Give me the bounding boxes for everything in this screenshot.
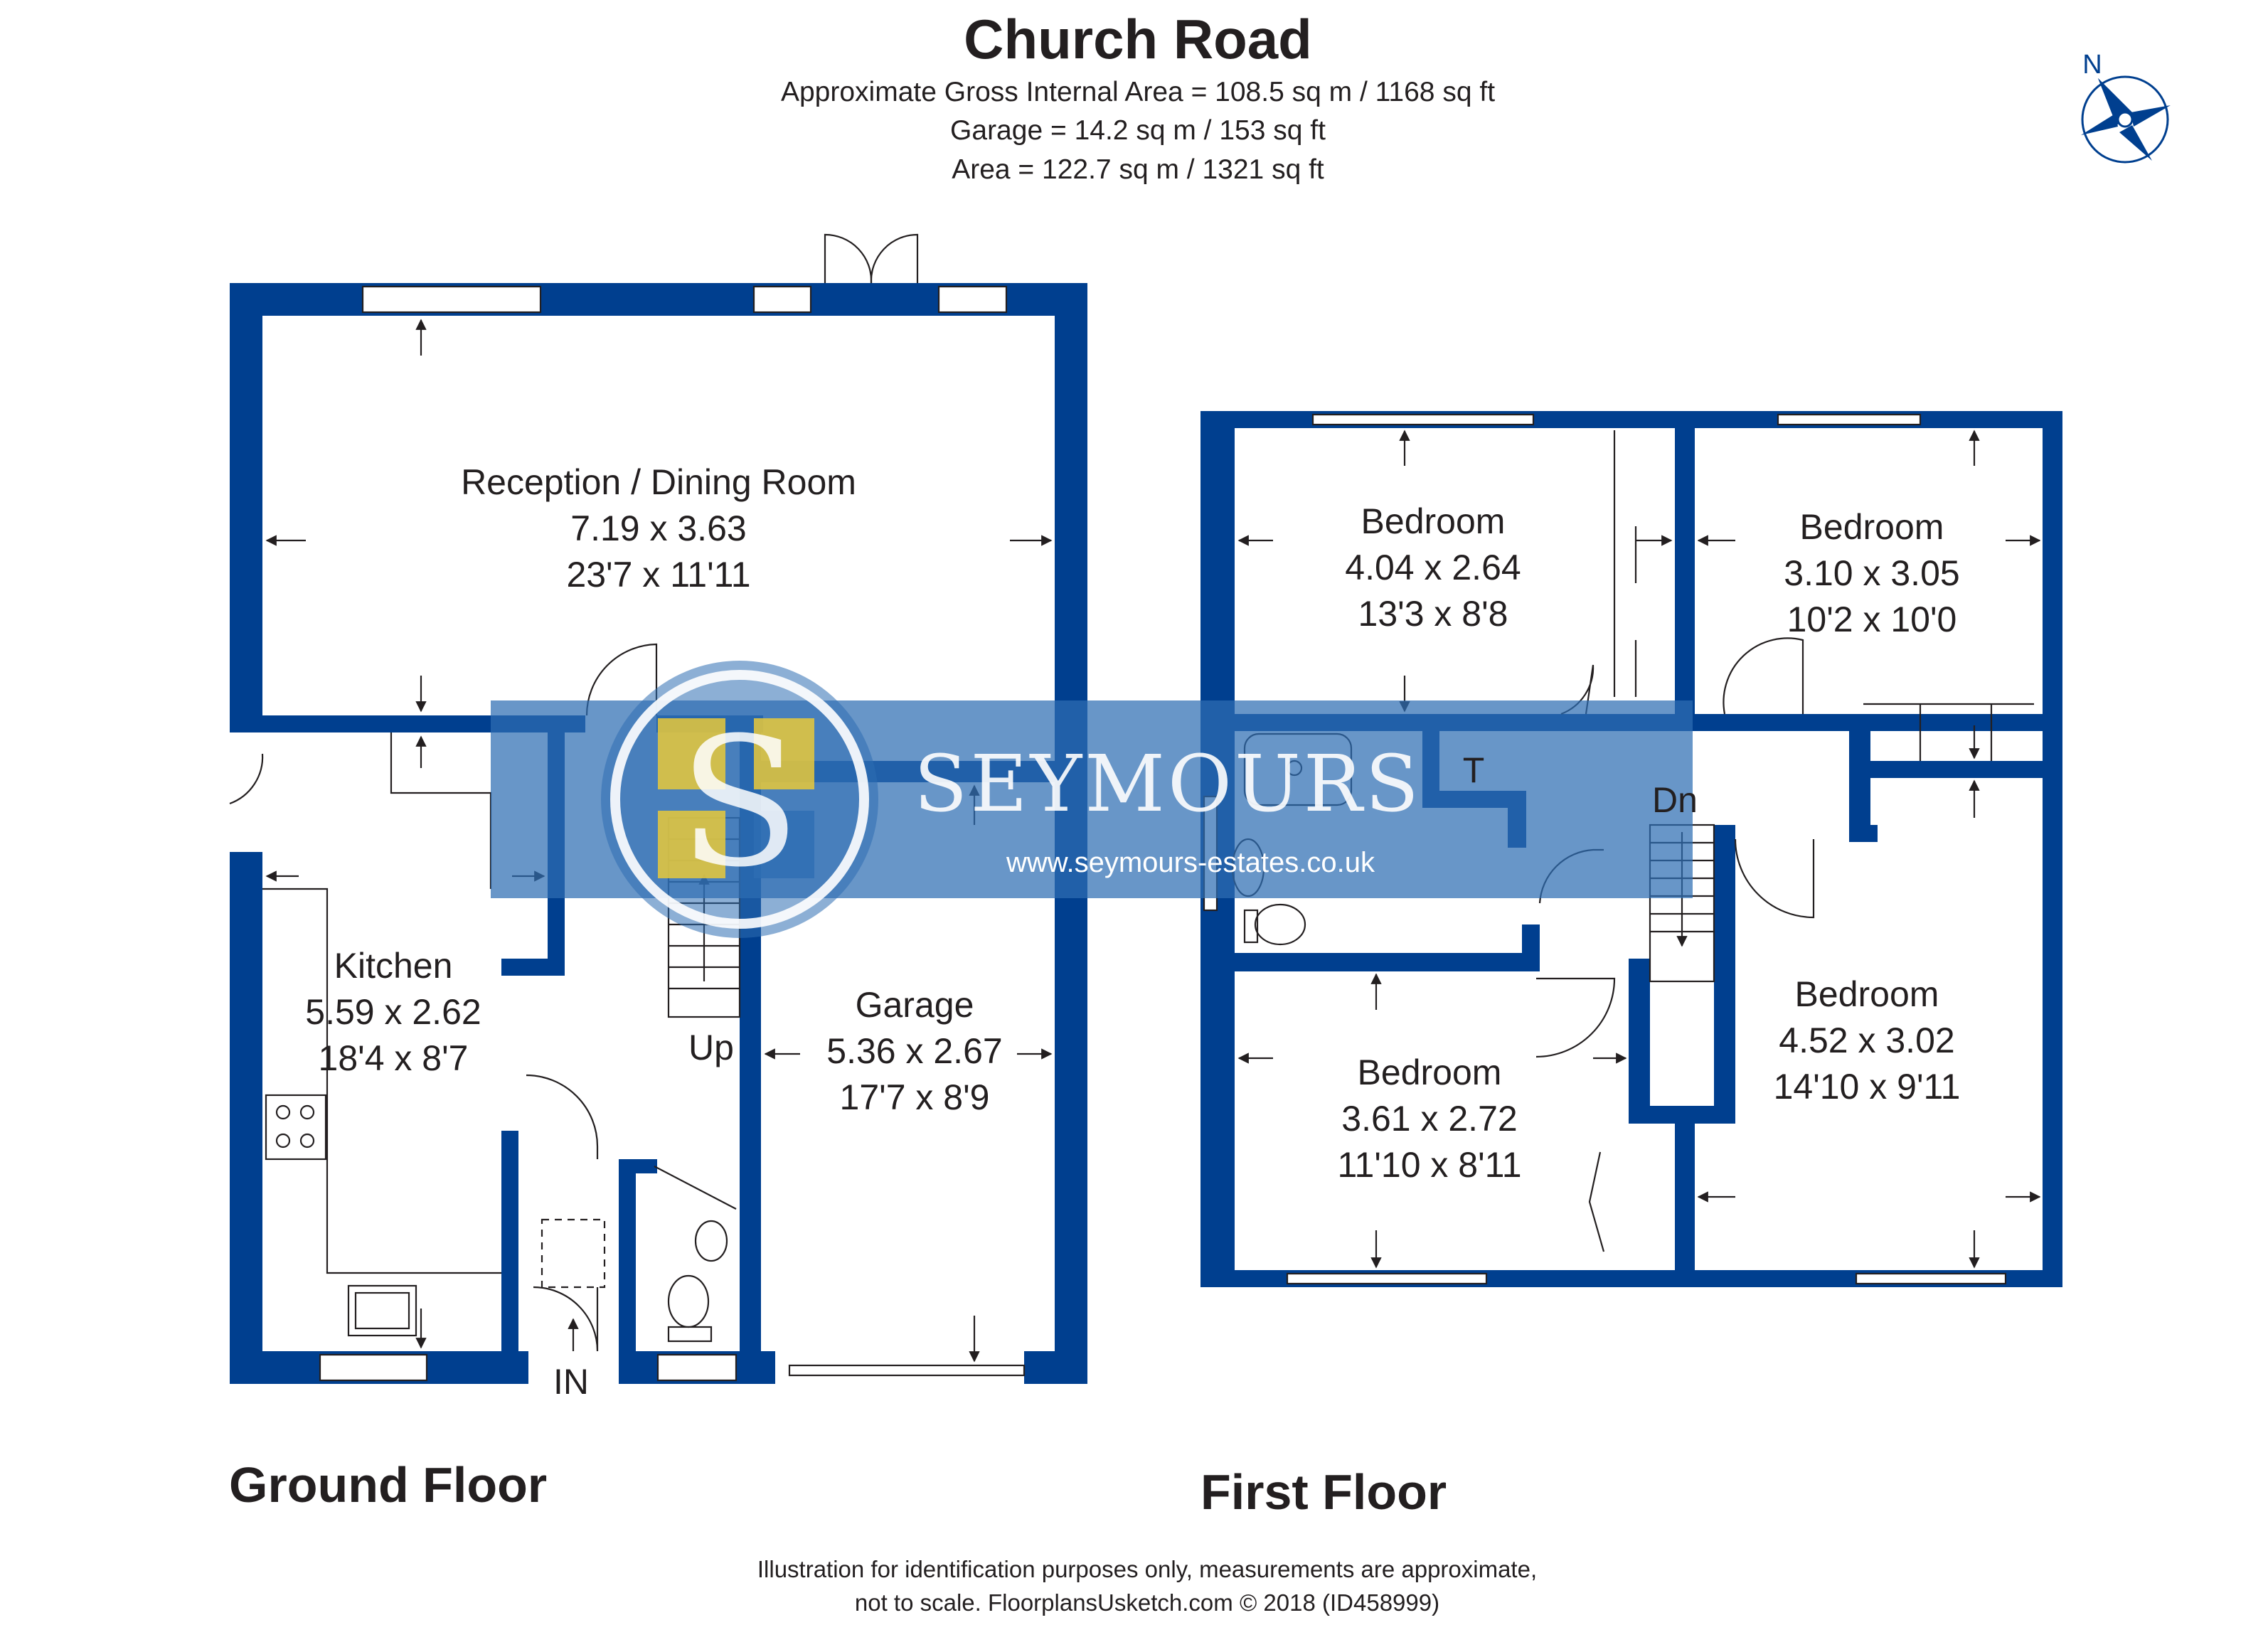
- ground-floor-title: Ground Floor: [229, 1457, 547, 1513]
- room-metric: 4.04 x 2.64: [1345, 548, 1521, 587]
- garage-label: Garage 5.36 x 2.67 17'7 x 8'9: [826, 985, 1002, 1117]
- plan-title: Church Road: [964, 8, 1312, 70]
- compass-north-label: N: [2082, 50, 2102, 80]
- room-name: Bedroom: [1361, 501, 1506, 541]
- disclaimer-line-1: Illustration for identification purposes…: [757, 1556, 1537, 1582]
- tank-label: T: [1463, 750, 1485, 790]
- room-name: Garage: [856, 985, 974, 1025]
- room-name: Bedroom: [1800, 507, 1944, 547]
- reception-label: Reception / Dining Room 7.19 x 3.63 23'7…: [461, 462, 856, 595]
- total-area-text: Area = 122.7 sq m / 1321 sq ft: [952, 154, 1324, 185]
- ground-floor-plan: [229, 233, 1087, 1384]
- entrance-label: IN: [553, 1362, 589, 1402]
- watermark-brand: SEYMOURS: [914, 738, 1422, 829]
- room-imperial: 14'10 x 9'11: [1774, 1067, 1961, 1107]
- room-metric: 3.61 x 2.72: [1341, 1099, 1517, 1139]
- room-name: Reception / Dining Room: [461, 462, 856, 502]
- first-stairs-label: Dn: [1652, 780, 1698, 820]
- room-imperial: 11'10 x 8'11: [1337, 1145, 1521, 1185]
- room-metric: 4.52 x 3.02: [1779, 1020, 1954, 1060]
- bedroom-b-label: Bedroom 3.10 x 3.05 10'2 x 10'0: [1784, 507, 1959, 639]
- room-metric: 5.36 x 2.67: [826, 1031, 1002, 1071]
- watermark-logo: S SEYMOURS www.seymours-estates.co.uk: [491, 661, 1693, 938]
- room-metric: 3.10 x 3.05: [1784, 553, 1959, 593]
- watermark-monogram: S: [678, 699, 800, 906]
- room-imperial: 17'7 x 8'9: [840, 1077, 990, 1117]
- room-name: Bedroom: [1358, 1053, 1502, 1092]
- room-name: Bedroom: [1795, 974, 1939, 1014]
- room-metric: 5.59 x 2.62: [305, 992, 481, 1032]
- first-floor-title: First Floor: [1200, 1464, 1447, 1520]
- garage-area-text: Garage = 14.2 sq m / 153 sq ft: [950, 115, 1326, 146]
- room-metric: 7.19 x 3.63: [570, 508, 746, 548]
- room-imperial: 13'3 x 8'8: [1358, 594, 1508, 634]
- gross-area-text: Approximate Gross Internal Area = 108.5 …: [781, 77, 1495, 107]
- watermark-url: www.seymours-estates.co.uk: [1006, 847, 1375, 878]
- kitchen-label: Kitchen 5.59 x 2.62 18'4 x 8'7: [305, 946, 481, 1078]
- bedroom-c-label: Bedroom 3.61 x 2.72 11'10 x 8'11: [1337, 1053, 1521, 1185]
- bedroom-a-label: Bedroom 4.04 x 2.64 13'3 x 8'8: [1345, 501, 1521, 634]
- bedroom-d-label: Bedroom 4.52 x 3.02 14'10 x 9'11: [1774, 974, 1961, 1107]
- room-name: Kitchen: [334, 946, 453, 986]
- room-imperial: 10'2 x 10'0: [1787, 599, 1957, 639]
- room-imperial: 18'4 x 8'7: [319, 1038, 469, 1078]
- room-imperial: 23'7 x 11'11: [566, 555, 750, 595]
- compass-rose-icon: N: [2081, 50, 2171, 164]
- disclaimer-line-2: not to scale. FloorplansUsketch.com © 20…: [855, 1589, 1439, 1616]
- ground-stairs-label: Up: [688, 1028, 734, 1067]
